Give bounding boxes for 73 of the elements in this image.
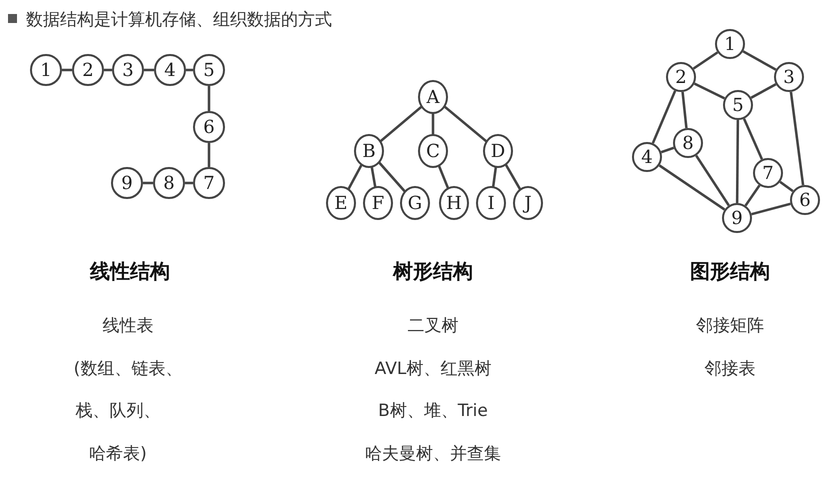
circle-node: A	[418, 80, 448, 114]
list-item: 哈希表)	[89, 443, 147, 465]
list-item: 二叉树	[408, 315, 458, 337]
circle-node: F	[363, 186, 393, 220]
circle-node: E	[326, 186, 356, 220]
circle-node: 5	[723, 90, 753, 120]
column-heading: 树形结构	[393, 258, 473, 285]
circle-node: C	[418, 134, 448, 168]
connector-line	[104, 68, 112, 72]
connector-line	[432, 112, 434, 136]
list-item: 邻接表	[704, 358, 756, 380]
circle-node: 3	[112, 54, 144, 86]
connector-line	[444, 106, 488, 142]
connector-line	[660, 146, 674, 154]
title: 数据结构是计算机存储、组织数据的方式	[26, 9, 332, 31]
connector-line	[504, 163, 522, 191]
connector-line	[744, 184, 761, 206]
circle-node: 4	[154, 54, 186, 86]
circle-node: H	[439, 186, 469, 220]
connector-line	[695, 154, 730, 206]
circle-node: 9	[111, 167, 143, 199]
connector-line	[681, 92, 688, 128]
circle-node: 2	[666, 62, 696, 92]
circle-node: 9	[722, 203, 752, 233]
connector-line	[62, 68, 72, 72]
connector-line	[658, 164, 726, 211]
connector-line	[143, 182, 153, 184]
column-heading: 线性结构	[90, 258, 170, 285]
connector-line	[185, 182, 193, 184]
connector-line	[347, 164, 363, 190]
connector-line	[186, 68, 193, 72]
connector-line	[751, 202, 791, 216]
connector-line	[370, 166, 377, 188]
circle-node: 3	[774, 62, 804, 92]
circle-node: 8	[673, 128, 703, 158]
list-item: AVL树、红黑树	[374, 358, 492, 380]
list-item: 线性表	[102, 315, 154, 337]
connector-line	[790, 92, 804, 186]
connector-line	[144, 68, 154, 72]
connector-line	[742, 50, 777, 71]
connector-line	[779, 180, 794, 192]
connector-line	[692, 51, 718, 70]
connector-line	[742, 118, 764, 160]
circle-node: 1	[715, 29, 745, 59]
circle-node: 5	[193, 54, 225, 86]
circle-node: 6	[193, 111, 225, 143]
circle-node: 8	[153, 167, 185, 199]
circle-node: 7	[753, 158, 783, 188]
circle-node: 2	[72, 54, 104, 86]
circle-node: D	[483, 134, 513, 168]
connector-line	[380, 106, 422, 142]
list-item: 栈、队列、	[76, 400, 160, 422]
connector-line	[208, 86, 210, 111]
list-item: B树、堆、Trie	[378, 400, 488, 422]
connector-line	[736, 120, 740, 203]
connector-line	[652, 90, 676, 144]
connector-line	[378, 161, 406, 193]
column-heading: 图形结构	[690, 258, 770, 285]
connector-line	[750, 83, 776, 99]
circle-node: B	[354, 134, 384, 168]
circle-node: J	[513, 186, 543, 220]
connector-line	[437, 164, 450, 190]
connector-line	[208, 143, 210, 167]
list-item: 邻接矩阵	[696, 315, 764, 337]
circle-node: G	[400, 186, 430, 220]
circle-node: 4	[632, 142, 662, 172]
list-item: (数组、链表、	[74, 358, 182, 380]
circle-node: 6	[790, 185, 820, 215]
circle-node: 7	[193, 167, 225, 199]
circle-node: 1	[30, 54, 62, 86]
list-item: 哈夫曼树、并查集	[365, 443, 501, 465]
connector-line	[694, 82, 726, 100]
circle-node: I	[476, 186, 506, 220]
